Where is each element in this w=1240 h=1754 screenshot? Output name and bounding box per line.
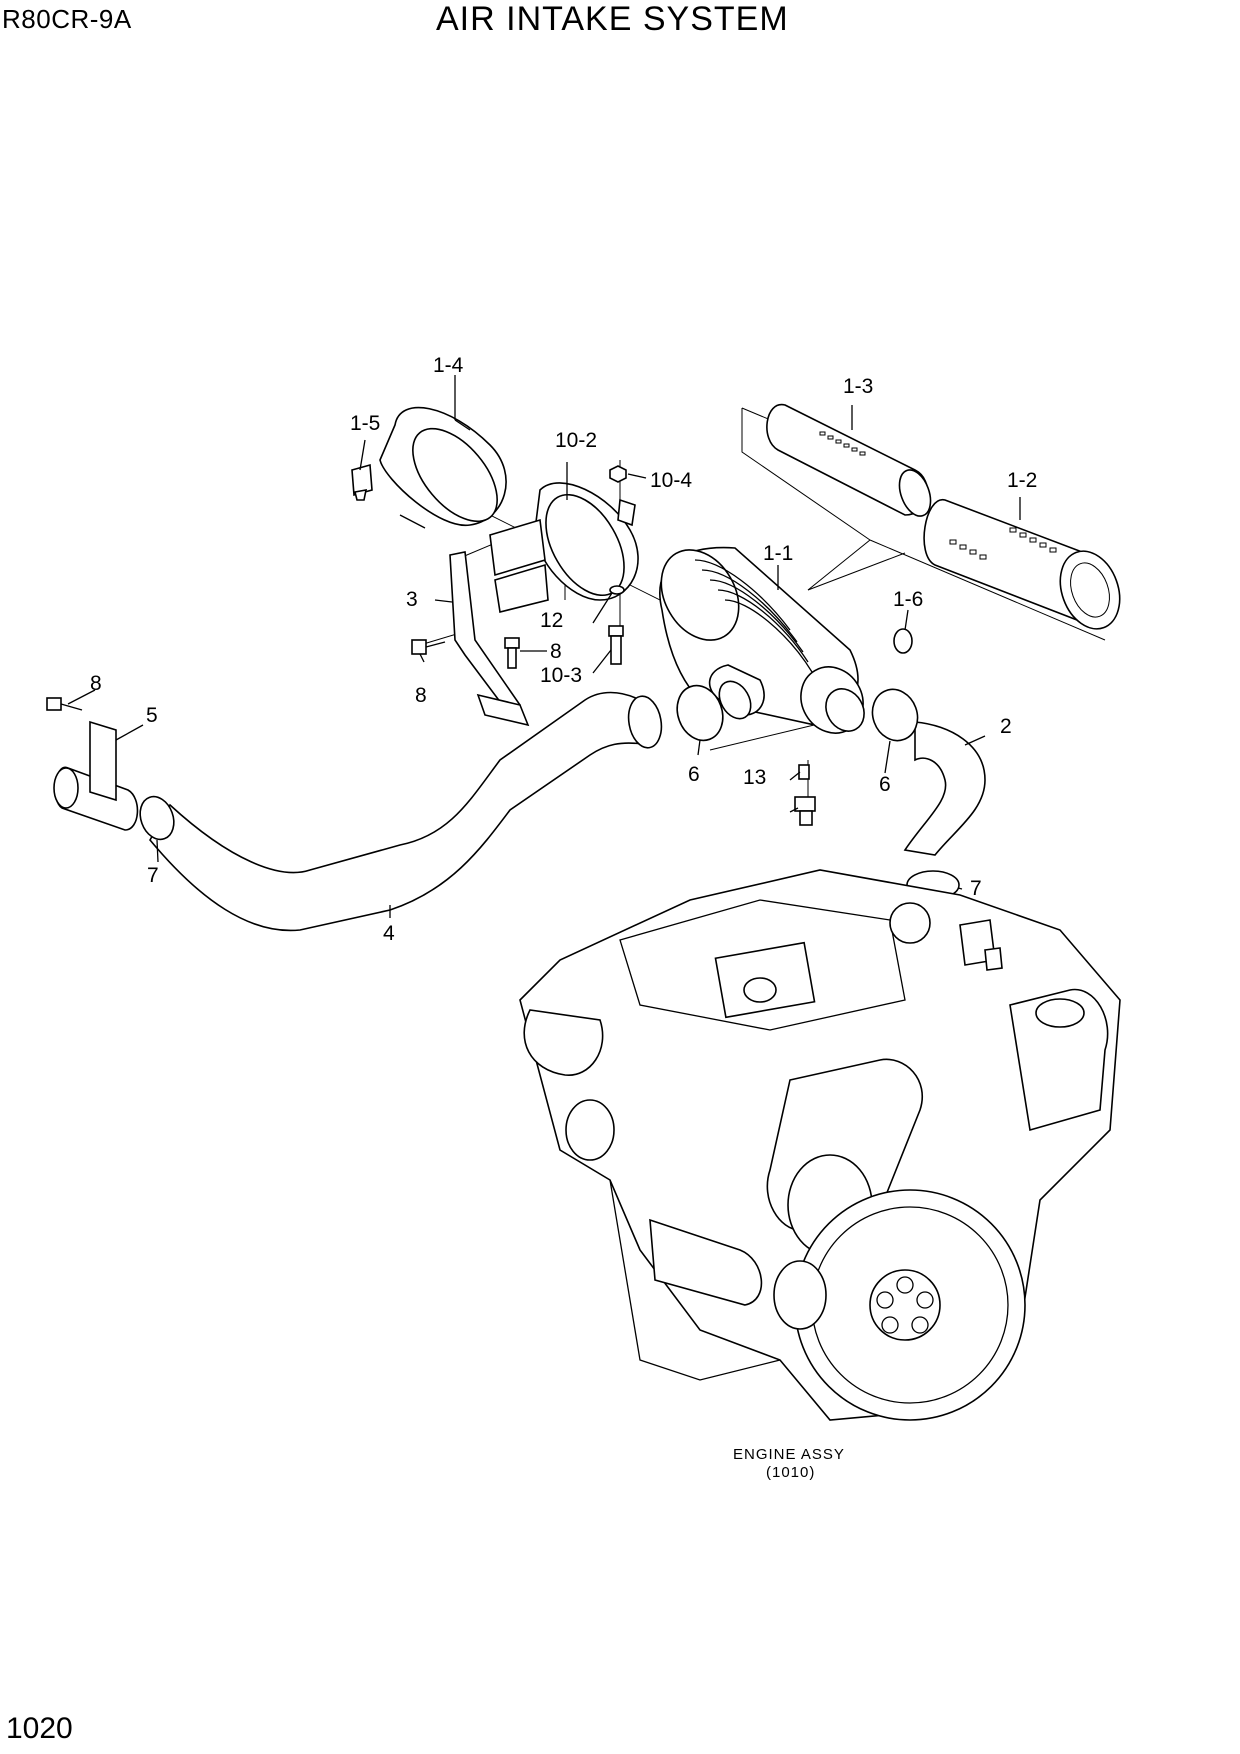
callout-8-stay: 8 <box>415 684 427 707</box>
callout-1-3: 1-3 <box>843 375 873 398</box>
engine-assy-label: ENGINE ASSY <box>733 1446 845 1463</box>
callout-4: 4 <box>383 922 395 945</box>
callout-10: 10-2 <box>555 429 597 452</box>
pipe-5 <box>53 720 139 831</box>
page-title: AIR INTAKE SYSTEM <box>436 0 789 38</box>
callout-1-4: 1-4 <box>433 354 464 377</box>
stay <box>449 551 530 727</box>
band <box>489 482 639 613</box>
callout-6-left: 6 <box>688 763 700 786</box>
callout-1-1: 1-1 <box>763 542 793 565</box>
cover <box>379 406 507 529</box>
callout-8-left: 8 <box>90 672 102 695</box>
callout-10-4: 12 <box>540 609 563 632</box>
callout-10-2: 10-3 <box>540 664 582 687</box>
page-number: 1020 <box>6 1712 73 1745</box>
callout-8-bolt: 8 <box>550 640 562 663</box>
model-code: R80CR-9A <box>2 4 132 34</box>
callout-7-left: 7 <box>147 864 159 887</box>
vacuator-valve <box>351 463 373 501</box>
callout-1-6: 1-6 <box>893 588 923 611</box>
callout-12: 13 <box>743 766 766 789</box>
callout-1-2: 1-2 <box>1007 469 1037 492</box>
leader-lines <box>67 375 1021 918</box>
inner-element <box>766 403 932 517</box>
engine-assy <box>519 869 1121 1421</box>
callout-3: 3 <box>406 588 418 611</box>
callout-7-right: 7 <box>970 877 982 900</box>
callout-10-3: 10-4 <box>650 469 692 492</box>
outer-element <box>923 499 1121 630</box>
callout-1-5: 1-5 <box>350 412 380 435</box>
hardware <box>46 465 913 826</box>
engine-assy-ref: (1010) <box>766 1464 815 1481</box>
hose-4 <box>149 691 663 932</box>
hose-2 <box>903 721 986 856</box>
callout-6-right: 6 <box>879 773 891 796</box>
callout-labels: 1-4 1-5 10-2 1-3 1-2 10-4 1-1 1-6 3 12 8… <box>90 354 1037 945</box>
callout-5: 5 <box>146 704 158 727</box>
callout-2: 2 <box>1000 715 1012 738</box>
air-cleaner-body <box>659 546 865 734</box>
